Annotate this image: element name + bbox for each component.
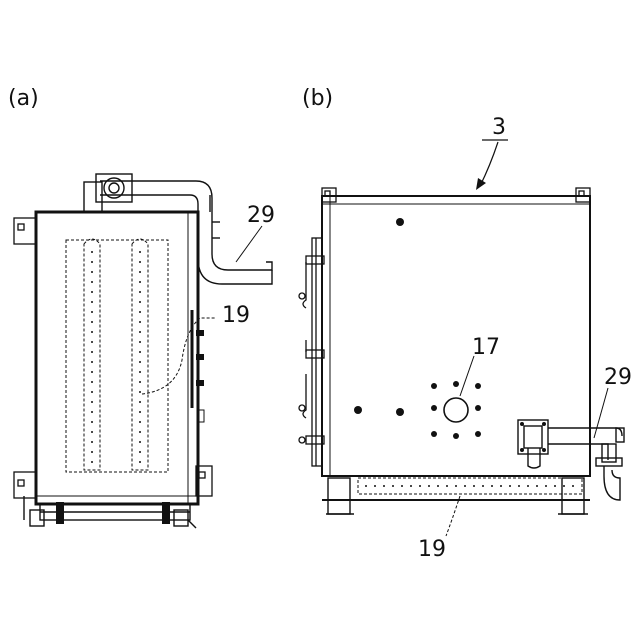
panel-a-body (36, 212, 198, 504)
perforation-dot (91, 461, 93, 463)
perforation-dot (410, 485, 412, 487)
perforation-dot (91, 341, 93, 343)
panel-a-brackets (14, 218, 212, 498)
perforation-dot (91, 281, 93, 283)
perforation-dot (536, 485, 538, 487)
perforation-dot (139, 301, 141, 303)
perforation-dot (392, 485, 394, 487)
panel-b-callout-29: 29 (594, 365, 632, 438)
perforation-dot (91, 331, 93, 333)
panel-b-side-door (299, 238, 324, 466)
perforation-dot (139, 331, 141, 333)
svg-text:17: 17 (472, 335, 500, 360)
panel-a-callout-29: 29 (236, 203, 275, 262)
perforation-dot (139, 321, 141, 323)
perforation-dot (139, 381, 141, 383)
svg-text:19: 19 (418, 537, 446, 562)
perforation-dot (401, 485, 403, 487)
perforation-dot (91, 441, 93, 443)
perforation-dot (554, 485, 556, 487)
perforation-dot (527, 485, 529, 487)
perforation-dot (139, 291, 141, 293)
perforation-dot (91, 391, 93, 393)
perforation-dot (383, 485, 385, 487)
panel-a-burner-tube-left (84, 239, 100, 470)
perforation-dot (572, 485, 574, 487)
perforation-dot (139, 251, 141, 253)
perforation-dot (91, 271, 93, 273)
perforation-dot (139, 371, 141, 373)
perforation-dot (139, 441, 141, 443)
perforation-dot (91, 291, 93, 293)
perforation-dot (91, 301, 93, 303)
panel-a-burner-outline (66, 240, 168, 472)
svg-text:29: 29 (247, 203, 275, 228)
panel-b-pipe (518, 420, 624, 500)
panel-b-callout-3: 3 (476, 115, 508, 190)
panel-b-burner-tube: 19 (358, 478, 582, 562)
panel-b-label: (b) (302, 86, 333, 111)
perforation-dot (91, 421, 93, 423)
svg-text:29: 29 (604, 365, 632, 390)
perforation-dot (563, 485, 565, 487)
perforation-dot (139, 281, 141, 283)
panel-a-base (24, 496, 196, 528)
perforation-dot (139, 431, 141, 433)
perforation-dot (139, 461, 141, 463)
perforation-dot (139, 351, 141, 353)
perforation-dot (139, 411, 141, 413)
perforation-dot (419, 485, 421, 487)
perforation-dot (545, 485, 547, 487)
perforation-dot (139, 451, 141, 453)
panel-a-burner-tube-right (132, 239, 148, 470)
perforation-dot (139, 261, 141, 263)
panel-a-label: (a) (8, 86, 39, 111)
perforation-dot (464, 485, 466, 487)
perforation-dot (482, 485, 484, 487)
perforation-dot (91, 311, 93, 313)
perforation-dot (500, 485, 502, 487)
perforation-dot (491, 485, 493, 487)
perforation-dot (91, 361, 93, 363)
perforation-dot (91, 251, 93, 253)
perforation-dot (437, 485, 439, 487)
perforation-dot (139, 271, 141, 273)
perforation-dot (428, 485, 430, 487)
perforation-dot (473, 485, 475, 487)
panel-b-holes (354, 218, 404, 416)
perforation-dot (509, 485, 511, 487)
perforation-dot (91, 321, 93, 323)
perforation-dot (455, 485, 457, 487)
perforation-dot (139, 361, 141, 363)
svg-text:19: 19 (222, 303, 250, 328)
panel-b: (b) 3 (299, 86, 632, 562)
perforation-dot (91, 371, 93, 373)
perforation-dot (91, 451, 93, 453)
perforation-dot (374, 485, 376, 487)
panel-b-opening-17: 17 (431, 335, 500, 439)
perforation-dot (139, 401, 141, 403)
perforation-dot (446, 485, 448, 487)
perforation-dot (91, 401, 93, 403)
perforation-dot (139, 421, 141, 423)
perforation-dot (91, 411, 93, 413)
panel-a: (a) (8, 86, 275, 528)
perforation-dot (91, 431, 93, 433)
perforation-dot (139, 391, 141, 393)
perforation-dot (518, 485, 520, 487)
panel-a-pipe (84, 174, 272, 284)
perforation-dot (91, 351, 93, 353)
perforation-dot (91, 381, 93, 383)
svg-text:3: 3 (492, 115, 506, 140)
perforation-dot (139, 341, 141, 343)
perforation-dot (91, 261, 93, 263)
perforation-dot (139, 311, 141, 313)
perforation-dot (365, 485, 367, 487)
